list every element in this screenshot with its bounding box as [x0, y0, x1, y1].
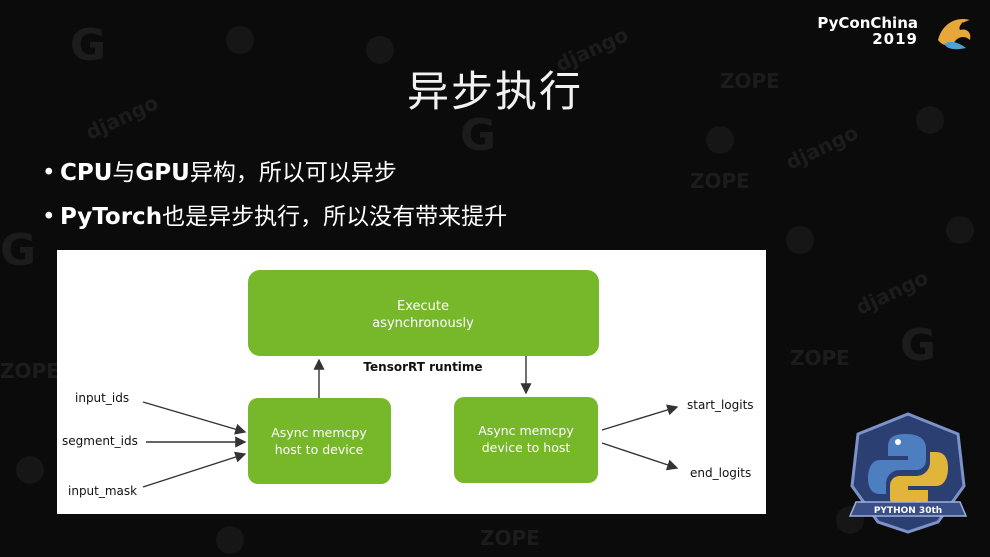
h2d-label-line2: host to device [275, 442, 364, 457]
bg-word-django: django [852, 265, 932, 319]
d2h-label-line1: Async memcpy [478, 423, 574, 438]
h2d-label-line1: Async memcpy [271, 425, 367, 440]
bg-word-zope: ZOPE [790, 346, 850, 370]
bullet-item: •CPU与GPU异构，所以可以异步 [42, 155, 507, 199]
bullet-item: •PyTorch也是异步执行，所以没有带来提升 [42, 199, 507, 243]
bullet-strong: GPU [135, 160, 190, 186]
execute-label-line2: asynchronously [372, 316, 474, 331]
bullet-dot: • [42, 160, 56, 186]
bullet-text: 异构，所以可以异步 [189, 160, 397, 186]
bg-word-g: G [460, 110, 496, 161]
bg-word-zope: ZOPE [720, 69, 780, 93]
tensorrt-diagram: Execute asynchronously TensorRT runtime … [62, 270, 754, 498]
pycon-brand: PyConChina 2019 [817, 14, 918, 48]
bg-word-django: django [782, 120, 862, 174]
badge-text: PYTHON 30th [874, 506, 942, 516]
h2d-box [248, 398, 391, 484]
d2h-label-line2: device to host [482, 440, 571, 455]
bg-word-g: G [0, 225, 36, 276]
bg-word-zope: ZOPE [480, 526, 540, 550]
python-logo-icon [868, 434, 948, 512]
d2h-box [454, 397, 598, 483]
output-label-end-logits: end_logits [690, 466, 751, 480]
bullet-list: •CPU与GPU异构，所以可以异步 •PyTorch也是异步执行，所以没有带来提… [42, 155, 507, 243]
diagram-panel: Execute asynchronously TensorRT runtime … [57, 250, 766, 514]
bg-word-zope: ZOPE [690, 169, 750, 193]
bullet-dot: • [42, 204, 56, 230]
arrow-end-logits [601, 442, 679, 471]
output-label-start-logits: start_logits [687, 398, 754, 412]
arrow-start-logits [601, 404, 679, 431]
brand-name: PyConChina [817, 14, 918, 32]
bullet-text: 与 [112, 160, 136, 186]
input-label-segment-ids: segment_ids [62, 434, 138, 448]
bg-word-zope: ZOPE [0, 359, 60, 383]
brand-year: 2019 [872, 29, 918, 48]
bg-word-g: G [70, 20, 106, 71]
arrow-input-mask [142, 451, 247, 488]
bullet-strong: CPU [60, 160, 113, 186]
input-label-input-mask: input_mask [68, 484, 137, 498]
bullet-strong: PyTorch [60, 204, 163, 230]
slide-title: 异步执行 [406, 67, 583, 116]
input-label-input-ids: input_ids [75, 391, 129, 405]
arrow-input-ids [142, 401, 247, 435]
dragon-logo-icon [938, 18, 971, 50]
execute-box [248, 270, 599, 356]
bullet-text: 也是异步执行，所以没有带来提升 [162, 204, 508, 230]
bg-word-g: G [900, 320, 936, 371]
execute-label-line1: Execute [397, 299, 449, 314]
runtime-label: TensorRT runtime [363, 360, 482, 374]
python-30th-badge: PYTHON 30th [848, 412, 968, 534]
